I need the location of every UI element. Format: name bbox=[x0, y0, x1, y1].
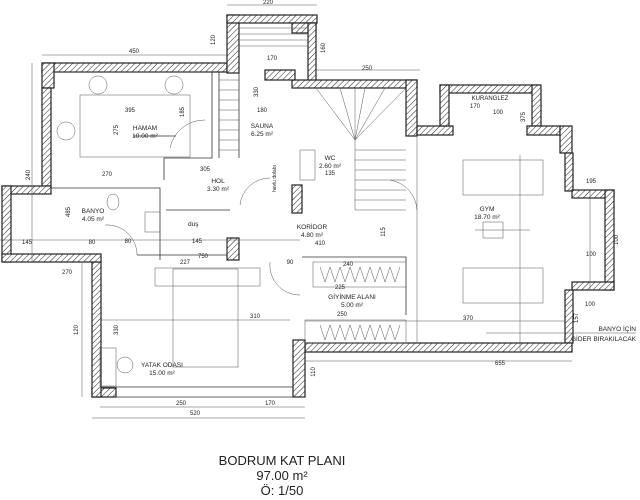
interior-lines bbox=[51, 27, 544, 398]
dimension-label: 310 bbox=[250, 314, 261, 320]
room-name: SAUNA bbox=[251, 123, 274, 130]
dimension-label: 80 bbox=[125, 239, 132, 245]
room-area: 18.70 m² bbox=[474, 214, 500, 221]
dimension-label: 227 bbox=[180, 260, 191, 266]
dimension-label: 120 bbox=[211, 34, 217, 45]
dimension-label: 157 bbox=[574, 312, 580, 323]
gym-equipment bbox=[462, 159, 544, 304]
room-name: BANYO bbox=[82, 208, 105, 215]
kuranglez-label: KURANGLEZ bbox=[472, 96, 509, 102]
dimension-label: 145 bbox=[22, 240, 33, 246]
dimension-label: 250 bbox=[337, 312, 348, 318]
room-area: 10.00 m² bbox=[132, 133, 158, 140]
dimension-label: 135 bbox=[325, 171, 336, 177]
room-area: 5.00 m² bbox=[341, 302, 364, 309]
banyo-note-line1: BANYO İÇİN bbox=[598, 324, 636, 333]
room-area: 4.80 m² bbox=[301, 232, 324, 239]
dimension-label: 100 bbox=[585, 302, 596, 308]
dimension-label: 115 bbox=[381, 227, 387, 237]
dimension-label: 370 bbox=[463, 316, 474, 322]
room-area: 2.60 m² bbox=[319, 163, 342, 170]
dimension-label: 100 bbox=[614, 234, 620, 245]
dimension-label: 305 bbox=[200, 167, 211, 173]
dimension-label: 110 bbox=[311, 367, 317, 377]
dimension-label: 250 bbox=[176, 401, 187, 407]
room-area: 4.05 m² bbox=[82, 216, 105, 223]
room-name: GİYİNME ALANI bbox=[328, 292, 376, 301]
dimension-label: 655 bbox=[495, 361, 506, 367]
room-name: WC bbox=[325, 155, 336, 162]
dimension-label: 270 bbox=[102, 172, 113, 178]
sauna-benches bbox=[219, 27, 307, 151]
dimension-lines bbox=[0, 4, 591, 419]
dimension-label: 225 bbox=[335, 285, 346, 291]
dimension-label: 80 bbox=[89, 240, 96, 246]
dimension-label: 170 bbox=[470, 104, 481, 110]
dimension-label: 410 bbox=[315, 241, 326, 247]
dimension-label: 90 bbox=[287, 260, 294, 266]
bed bbox=[154, 267, 261, 368]
dimension-label: 485 bbox=[66, 206, 72, 217]
dimension-label: 120 bbox=[74, 324, 80, 335]
room-name: KORİDOR bbox=[297, 222, 328, 231]
room-name: HOL bbox=[211, 178, 225, 185]
dimension-label: 270 bbox=[62, 270, 73, 276]
dimension-label: 450 bbox=[129, 49, 140, 55]
room-name: HAMAM bbox=[133, 125, 157, 132]
dimension-label: 220 bbox=[263, 0, 274, 6]
dimension-label: 100 bbox=[586, 252, 597, 258]
dimension-label: 145 bbox=[192, 239, 203, 245]
dimension-label: 180 bbox=[257, 108, 268, 114]
dimension-label: 185 bbox=[180, 106, 186, 117]
dimension-label: 240 bbox=[343, 262, 354, 268]
dimension-label: 395 bbox=[125, 108, 136, 114]
staircase bbox=[315, 87, 407, 211]
dimension-label: 160 bbox=[321, 42, 327, 53]
room-name: GYM bbox=[480, 206, 495, 213]
dimension-labels: 220 120 450 395 275 185 270 305 170 330 180 160 250 1… bbox=[22, 0, 620, 417]
dimension-label: 375 bbox=[521, 111, 527, 122]
dimension-label: 170 bbox=[267, 56, 278, 62]
room-area: 3.30 m² bbox=[207, 186, 230, 193]
plan-area: 97.00 m² bbox=[256, 468, 308, 483]
towel-cabinet-label: havlu dolabı bbox=[272, 165, 278, 192]
dimension-label: 330 bbox=[114, 324, 120, 335]
dimension-label: 100 bbox=[493, 110, 504, 116]
dimension-label: 520 bbox=[190, 411, 201, 417]
dimension-label: 170 bbox=[265, 401, 276, 407]
dimension-label: 240 bbox=[26, 169, 32, 180]
plan-title: BODRUM KAT PLANI bbox=[219, 453, 346, 468]
dimension-label: 250 bbox=[362, 66, 373, 72]
room-name: YATAK ODASI bbox=[141, 362, 183, 369]
dimension-label: 330 bbox=[254, 86, 260, 97]
dimension-label: 195 bbox=[586, 179, 597, 185]
shower-label: duş bbox=[188, 221, 199, 228]
dimension-label: 750 bbox=[198, 254, 209, 260]
room-area: 15.00 m² bbox=[149, 370, 175, 377]
room-area: 6.25 m² bbox=[251, 131, 274, 138]
banyo-note-line2: GİDER BIRAKILACAK bbox=[571, 334, 637, 343]
dimension-label: 275 bbox=[114, 124, 120, 135]
plan-scale: Ö: 1/50 bbox=[261, 483, 304, 498]
